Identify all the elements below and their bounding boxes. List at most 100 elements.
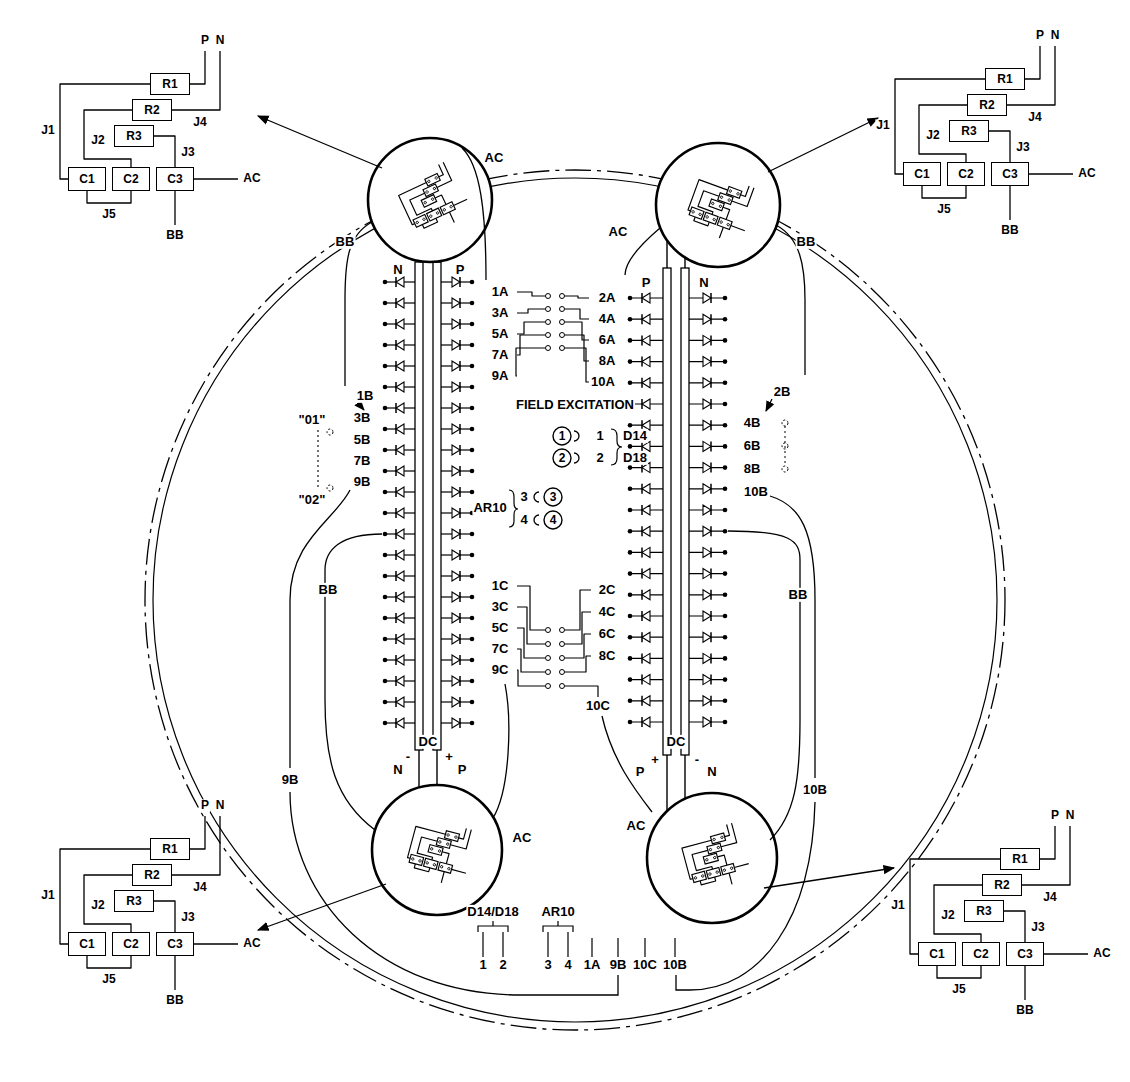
- lead-wire: [1044, 953, 1088, 954]
- component-name: C3: [1017, 948, 1032, 961]
- label-anchor: 3A: [491, 306, 510, 320]
- connection-dot: [470, 574, 475, 579]
- terminal-label: AR10: [540, 905, 575, 919]
- callout-label: J4: [192, 116, 207, 129]
- resistor-box: R3: [964, 900, 1004, 922]
- label-anchor: J1: [890, 899, 905, 912]
- link-terminal: [546, 642, 551, 647]
- terminal-label: AC: [484, 151, 505, 165]
- label-anchor: 2: [498, 958, 507, 972]
- connection-dot: [383, 343, 388, 348]
- terminal-label: 8A: [598, 354, 617, 368]
- diode-bar: [395, 718, 397, 728]
- lead-wire: [937, 966, 981, 978]
- callout-wiring: [87, 816, 238, 990]
- resistor-box: R3: [114, 125, 154, 147]
- mini-component: [721, 864, 736, 875]
- connection-dot: [723, 381, 728, 386]
- label-anchor: 4A: [598, 312, 617, 326]
- terminal-label: 8C: [598, 649, 617, 663]
- label-anchor: J3: [1030, 921, 1045, 934]
- capacitor-box: C2: [112, 932, 150, 956]
- component-name: C2: [123, 938, 138, 951]
- diode-symbol: [396, 487, 404, 497]
- diode-symbol: [396, 571, 404, 581]
- label-anchor: N: [698, 276, 709, 290]
- label-anchor: J2: [940, 909, 955, 922]
- terminal-label: -: [694, 753, 700, 767]
- mini-pin: [736, 192, 739, 195]
- diode-bar: [395, 466, 397, 476]
- bus-stem: [436, 750, 437, 785]
- label-anchor: DC: [666, 735, 687, 749]
- label-anchor: P: [641, 276, 652, 290]
- terminal-number: 2: [559, 452, 566, 465]
- callout-wiring: [937, 826, 1088, 1000]
- jumper-wire: [517, 670, 545, 686]
- pointer-arrow: [358, 403, 364, 410]
- label-anchor: 2: [595, 451, 604, 465]
- mini-pin: [422, 218, 425, 221]
- lead-10b: [676, 802, 815, 990]
- callout-label: J2: [925, 129, 940, 142]
- terminal-label: 1A: [583, 958, 602, 972]
- terminal-label: 3A: [491, 306, 510, 320]
- connection-dot: [470, 385, 475, 390]
- connection-dot: [383, 469, 388, 474]
- diode-bar: [459, 508, 461, 518]
- terminal-label: 9A: [491, 369, 510, 383]
- mini-pin: [727, 223, 730, 226]
- jumper-wire: [565, 634, 591, 658]
- label-anchor: 7B: [353, 454, 372, 468]
- diode-bar: [641, 569, 643, 579]
- link-terminal: [560, 320, 565, 325]
- mini-pin: [438, 850, 441, 853]
- callout-label: J1: [890, 899, 905, 912]
- terminal-label: P: [635, 765, 646, 779]
- label-anchor: 1C: [491, 579, 510, 593]
- diode-bar: [710, 569, 712, 579]
- label-anchor: N: [215, 34, 226, 47]
- component-name: R3: [126, 895, 141, 908]
- diode-symbol: [703, 569, 711, 579]
- diode-symbol: [452, 277, 460, 287]
- terminal-label: -: [405, 750, 411, 764]
- mini-pin: [438, 841, 441, 844]
- diode-symbol: [396, 466, 404, 476]
- surge-suppressor-miniature: [394, 160, 474, 239]
- connection-dot: [628, 465, 633, 470]
- callout-label: J3: [180, 911, 195, 924]
- mini-pin: [430, 847, 433, 850]
- terminal-label: D14/D18: [466, 905, 519, 919]
- label-anchor: P: [457, 763, 468, 777]
- component-name: R2: [144, 869, 159, 882]
- terminal-label: 5B: [353, 433, 372, 447]
- mini-component: [421, 195, 436, 208]
- mini-pin: [427, 180, 430, 183]
- connection-dot: [628, 359, 633, 364]
- lead-wire: [1024, 966, 1025, 1000]
- terminal-lead: [617, 938, 618, 957]
- callout-label: J1: [40, 124, 55, 137]
- diode-symbol: [642, 314, 650, 324]
- diode-bar: [641, 526, 643, 536]
- callout-wiring: [87, 51, 238, 225]
- resistor-box: R2: [967, 94, 1007, 116]
- label-anchor: AC: [626, 819, 647, 833]
- terminal-label: 3B: [353, 411, 372, 425]
- connection-dot: [723, 720, 728, 725]
- connection-dot: [470, 700, 475, 705]
- connection-dot: [723, 402, 728, 407]
- component-name: R2: [994, 879, 1009, 892]
- connection-dot: [628, 487, 633, 492]
- label-anchor: BB: [335, 235, 356, 249]
- callout-label: P: [1050, 809, 1060, 822]
- surge-suppressor-miniature: [403, 816, 477, 889]
- link-terminal: [546, 294, 551, 299]
- terminal-hook: [534, 515, 539, 525]
- diode-bar: [459, 550, 461, 560]
- lead-wire: [1040, 826, 1055, 859]
- link-terminal: [560, 333, 565, 338]
- label-anchor: 6A: [598, 333, 617, 347]
